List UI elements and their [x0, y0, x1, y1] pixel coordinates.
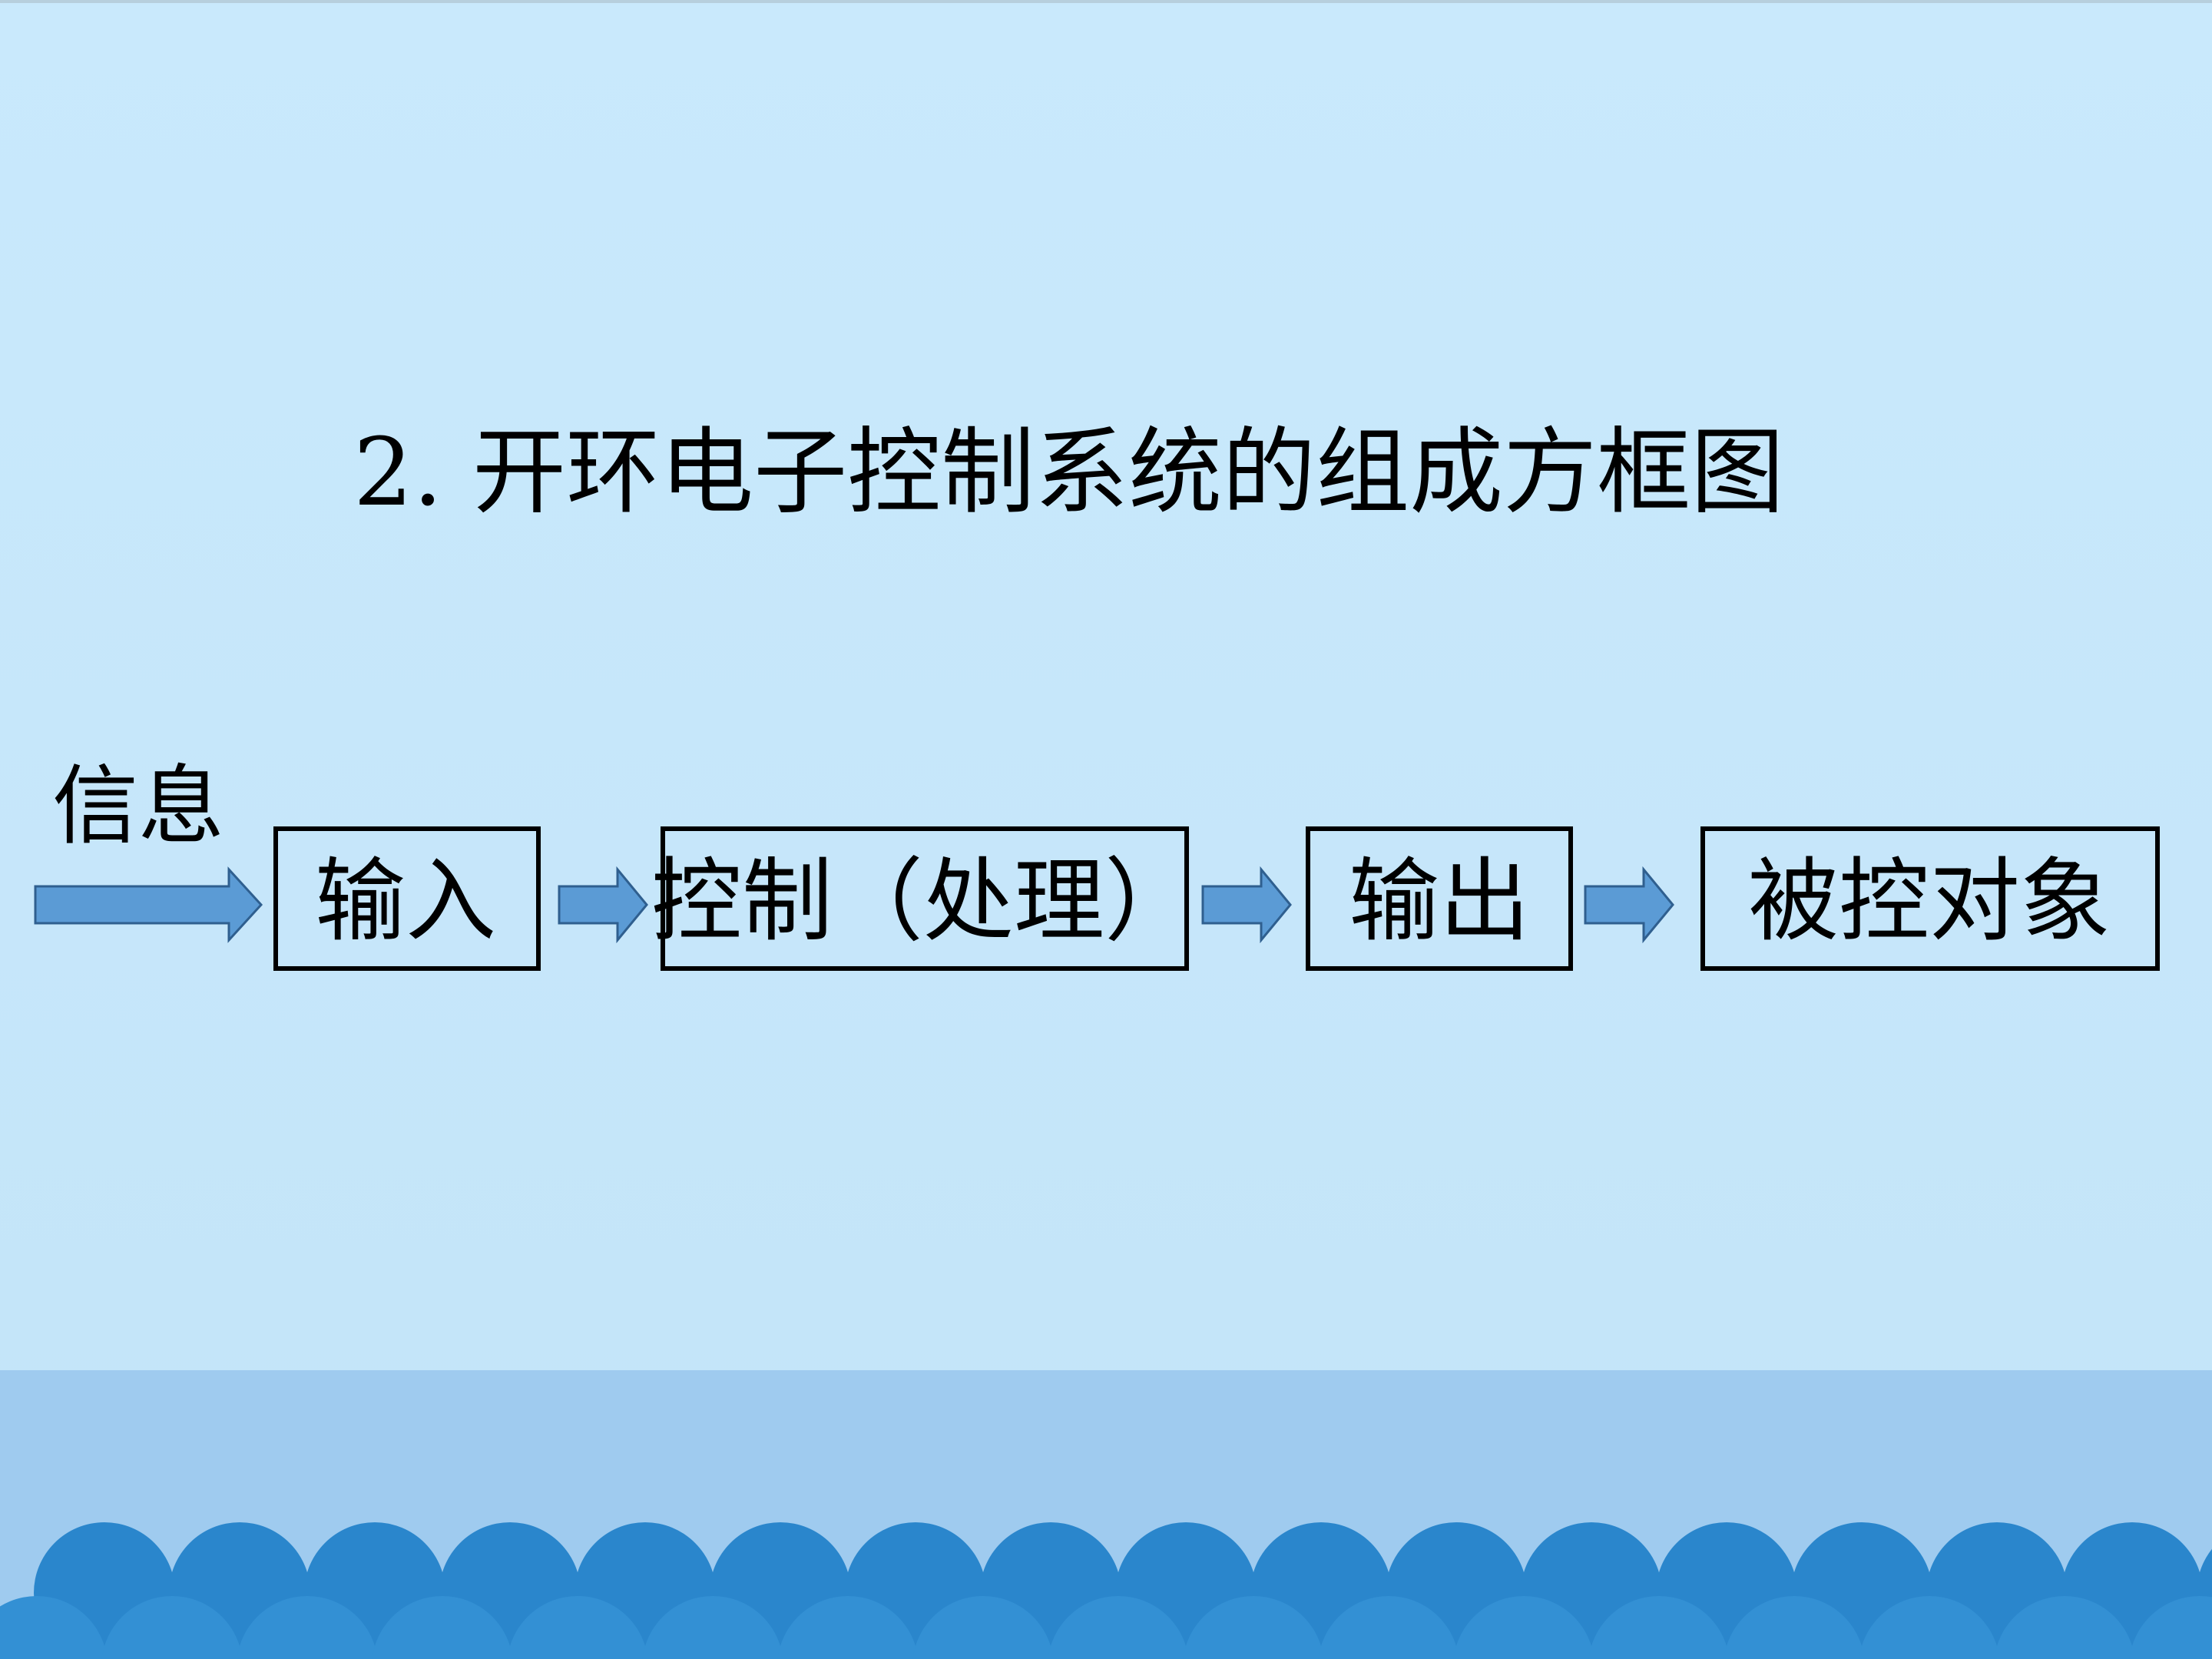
wave-scallop: [912, 1596, 1054, 1659]
wave-scallop: [642, 1596, 783, 1659]
wave-scallop: [777, 1596, 919, 1659]
decorative-waves: [0, 1522, 2212, 1659]
wave-scallop: [101, 1596, 243, 1659]
block-control-label: 控制（处理）: [651, 848, 1196, 954]
block-output: [1306, 826, 1573, 971]
wave-scallop: [372, 1596, 513, 1659]
wave-scallop: [1183, 1596, 1324, 1659]
wave-scallop: [1588, 1596, 1730, 1659]
input-signal-label: 信息: [52, 757, 224, 856]
wave-scallop: [0, 1596, 108, 1659]
top-border-line: [0, 0, 2212, 3]
arrow-output-to-object: [1584, 866, 1674, 943]
block-controlled-object: [1700, 826, 2160, 971]
block-controlled-object-label: 被控对象: [1748, 848, 2111, 954]
wave-scallop: [1724, 1596, 1865, 1659]
wave-scallop: [1318, 1596, 1459, 1659]
block-output-label: 输出: [1349, 848, 1531, 954]
wave-scallop: [237, 1596, 378, 1659]
block-control: [661, 826, 1189, 971]
wave-scallop: [1994, 1596, 2135, 1659]
block-input: [273, 826, 541, 971]
wave-scallop: [1859, 1596, 2000, 1659]
wave-scallop: [507, 1596, 648, 1659]
slide-title: 2. 开环电子控制系统的组成方框图: [353, 418, 1785, 527]
arrow-input-to-control: [558, 866, 648, 943]
wave-scallop: [1048, 1596, 1189, 1659]
wave-scallop: [2129, 1596, 2212, 1659]
input-arrow: [34, 866, 263, 943]
arrow-control-to-output: [1201, 866, 1292, 943]
block-input-label: 输入: [315, 848, 497, 954]
wave-scallop: [1453, 1596, 1594, 1659]
